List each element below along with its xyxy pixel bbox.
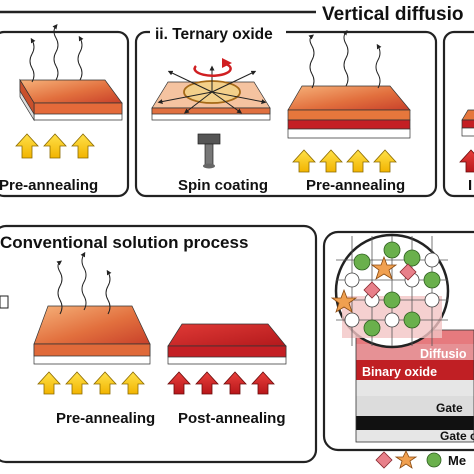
film-conventional-pre — [33, 305, 151, 365]
step-label: Spin coating — [178, 177, 268, 194]
film-edge — [0, 295, 9, 309]
inset-gate-label: Gate — [436, 401, 463, 415]
inset-gate-oxide-label: Gate o — [440, 429, 474, 443]
panel-title-bg — [0, 230, 302, 254]
up-arrow-icon — [37, 371, 145, 395]
step-label: Pre-annealing — [56, 410, 155, 427]
film-conventional-post — [167, 323, 287, 365]
step-label: I — [468, 177, 472, 194]
up-arrow-icon — [292, 149, 397, 173]
panel-title: Conventional solution process — [0, 233, 248, 252]
step-label: Pre-annealing — [306, 177, 405, 194]
header-title: Vertical diffusio — [322, 4, 463, 25]
magnified-lattice — [330, 233, 450, 349]
spin-rotation-icon — [193, 58, 232, 77]
panel-conventional — [0, 224, 318, 464]
up-arrow-icon — [459, 149, 474, 173]
diamond-icon — [375, 451, 393, 469]
film-ternary — [287, 85, 411, 139]
heat-wave-arrow-icon — [308, 30, 382, 89]
spread-arrows — [157, 65, 267, 114]
film-top-left — [19, 78, 123, 122]
panel-title: ii. Ternary oxide — [155, 26, 273, 43]
film-top-right — [461, 109, 474, 137]
heat-wave-arrow-icon — [29, 24, 84, 83]
panel-title-bg — [150, 22, 286, 44]
circle-icon — [353, 241, 441, 337]
heat-wave-arrow-icon — [56, 251, 112, 315]
star-icon — [394, 450, 418, 469]
star-icon — [330, 255, 398, 313]
up-arrow-icon — [167, 371, 275, 395]
circle-icon — [426, 452, 442, 468]
step-label: Post-annealing — [178, 410, 286, 427]
up-arrow-icon — [15, 133, 95, 159]
legend: Me — [375, 450, 466, 469]
inset-binary-oxide-label: Binary oxide — [362, 365, 437, 379]
step-label: Pre-annealing — [0, 177, 98, 194]
diamond-icon — [363, 263, 417, 299]
inset-diffusion-label: Diffusio — [420, 347, 467, 361]
legend-label: Me — [448, 453, 466, 468]
